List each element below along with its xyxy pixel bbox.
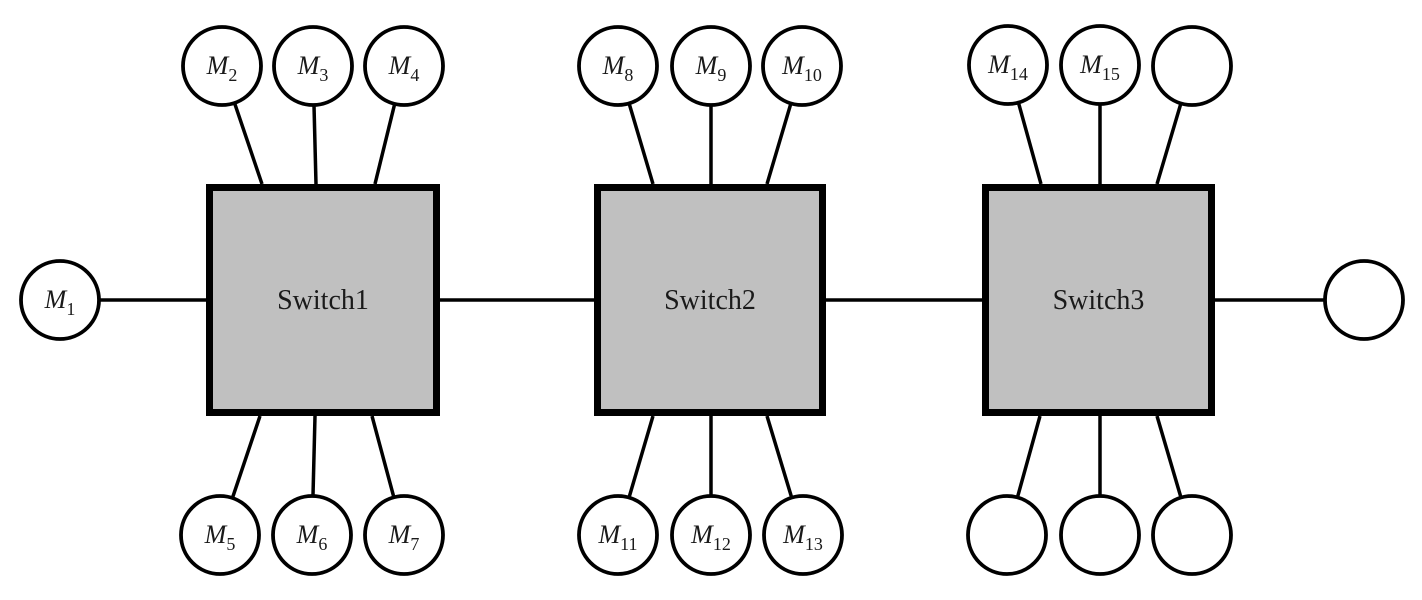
machine-label-m12: M12 xyxy=(690,520,731,554)
machine-label-m7: M7 xyxy=(388,520,420,554)
machine-node-m12: M12 xyxy=(670,494,752,576)
machine-label-m8: M8 xyxy=(602,51,634,85)
machine-node-m6: M6 xyxy=(271,494,353,576)
machine-circle-m2 xyxy=(181,25,263,107)
machine-circle-m3 xyxy=(272,25,354,107)
machine-node-m15: M15 xyxy=(1059,24,1141,106)
machine-circle-m10 xyxy=(761,25,843,107)
machine-node-m2: M2 xyxy=(181,25,263,107)
machine-circle-m12 xyxy=(670,494,752,576)
machine-circle-m7 xyxy=(363,494,445,576)
machine-node-m11: M11 xyxy=(577,494,659,576)
machine-label-m3: M3 xyxy=(297,51,329,85)
machine-label-m1: M1 xyxy=(44,285,76,319)
switch-node-switch1: Switch1 xyxy=(206,184,440,416)
machine-circle-m8 xyxy=(577,25,659,107)
machine-node-m10: M10 xyxy=(761,25,843,107)
switch-label-switch3: Switch3 xyxy=(1053,285,1145,316)
machine-label-m13: M13 xyxy=(782,520,823,554)
switch-box-switch2 xyxy=(594,184,826,416)
switch-label-switch1: Switch1 xyxy=(277,285,369,316)
machine-label-m15: M15 xyxy=(1079,50,1120,84)
switch-node-switch3: Switch3 xyxy=(982,184,1215,416)
machine-circle-m9 xyxy=(670,25,752,107)
machine-label-m4: M4 xyxy=(388,51,420,85)
machine-node-m1: M1 xyxy=(19,259,101,341)
switch-box-switch3 xyxy=(982,184,1215,416)
machine-circle-m13 xyxy=(762,494,844,576)
machine-label-m5: M5 xyxy=(204,520,236,554)
machine-node-node-bottom-blank-3 xyxy=(1151,494,1233,576)
machine-label-m6: M6 xyxy=(296,520,328,554)
machine-node-m9: M9 xyxy=(670,25,752,107)
machine-node-m14: M14 xyxy=(967,24,1049,106)
machine-circle-m5 xyxy=(179,494,261,576)
machine-node-node-bottom-blank-2 xyxy=(1059,494,1141,576)
machine-node-m8: M8 xyxy=(577,25,659,107)
machine-circle-node-top-right-blank xyxy=(1151,25,1233,107)
machine-node-m3: M3 xyxy=(272,25,354,107)
machine-node-node-right-blank xyxy=(1323,259,1405,341)
machine-circle-m4 xyxy=(363,25,445,107)
machine-label-m10: M10 xyxy=(781,51,822,85)
machine-node-m5: M5 xyxy=(179,494,261,576)
machine-circle-node-bottom-blank-3 xyxy=(1151,494,1233,576)
machine-node-node-bottom-blank-1 xyxy=(966,494,1048,576)
switch-node-switch2: Switch2 xyxy=(594,184,826,416)
machine-circle-node-bottom-blank-1 xyxy=(966,494,1048,576)
machine-circle-m1 xyxy=(19,259,101,341)
machine-circle-node-bottom-blank-2 xyxy=(1059,494,1141,576)
switch-box-switch1 xyxy=(206,184,440,416)
machine-circle-m14 xyxy=(967,24,1049,106)
machine-circle-m15 xyxy=(1059,24,1141,106)
machine-node-m4: M4 xyxy=(363,25,445,107)
machine-circle-m6 xyxy=(271,494,353,576)
machine-circle-node-right-blank xyxy=(1323,259,1405,341)
machine-circle-m11 xyxy=(577,494,659,576)
machine-label-m2: M2 xyxy=(206,51,238,85)
machine-node-m7: M7 xyxy=(363,494,445,576)
machine-label-m9: M9 xyxy=(695,51,727,85)
switch-label-switch2: Switch2 xyxy=(664,285,756,316)
machine-label-m11: M11 xyxy=(597,520,637,554)
machine-label-m14: M14 xyxy=(987,50,1028,84)
machine-node-node-top-right-blank xyxy=(1151,25,1233,107)
machine-node-m13: M13 xyxy=(762,494,844,576)
